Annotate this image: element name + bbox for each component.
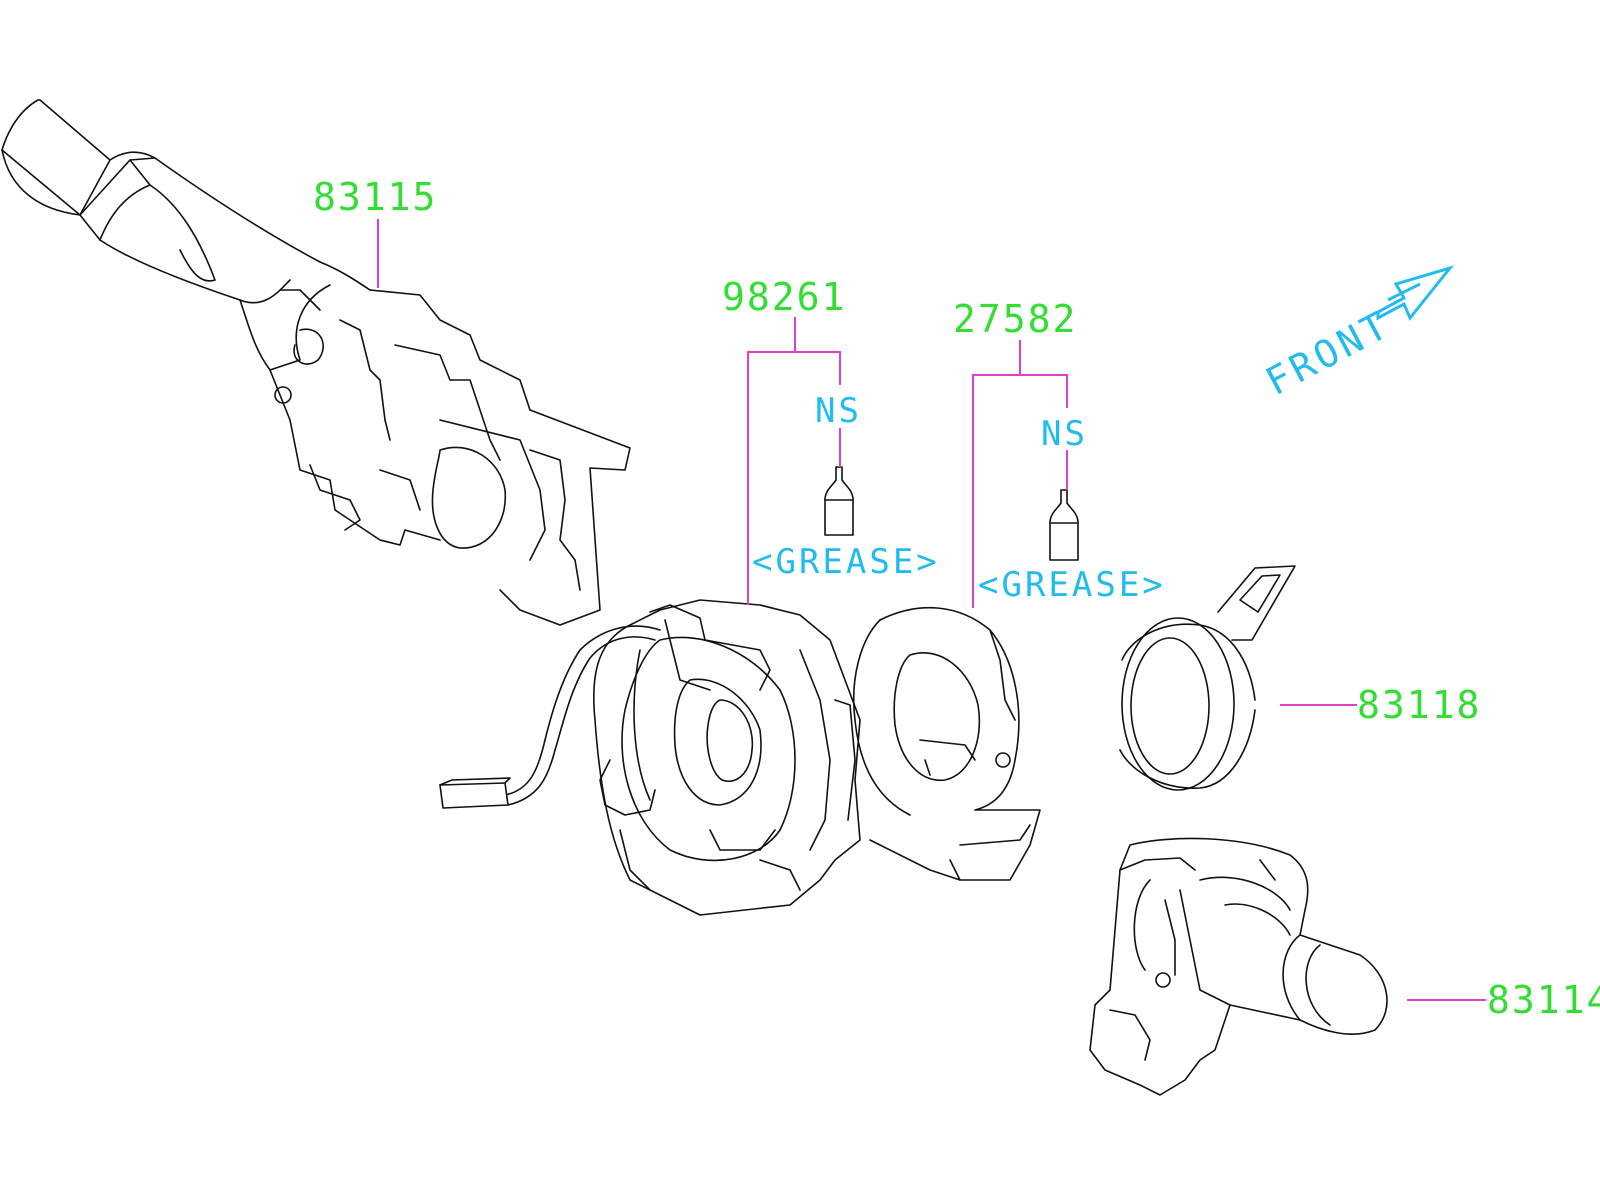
- grease-tube-right-icon: [1049, 489, 1079, 561]
- callout-83118: 83118: [1357, 683, 1481, 727]
- callout-83114: 83114: [1487, 978, 1600, 1022]
- leader-lines: [377, 219, 1486, 1001]
- grease-tube-left-icon: [824, 466, 854, 536]
- front-arrow-icon: [1376, 265, 1455, 321]
- combination-switch-98261: [439, 599, 861, 916]
- wiper-lever-83114: [1089, 837, 1388, 1096]
- callout-27582: 27582: [953, 297, 1077, 341]
- band-83118: [1119, 565, 1296, 791]
- note-grease-right: <GREASE>: [978, 565, 1166, 605]
- note-ns-left: NS: [815, 391, 862, 431]
- sensor-ring-27582: [852, 606, 1041, 881]
- callout-83115: 83115: [313, 175, 437, 219]
- callout-98261: 98261: [722, 275, 846, 319]
- note-ns-right: NS: [1041, 414, 1088, 454]
- lever-switch-83115: [1, 99, 631, 626]
- note-grease-left: <GREASE>: [752, 542, 940, 582]
